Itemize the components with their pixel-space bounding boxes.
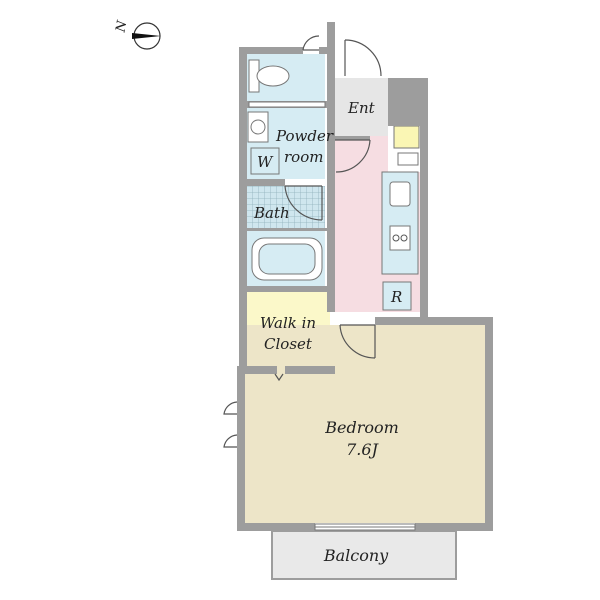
bedroom-door — [339, 324, 376, 359]
shoe-cabinet — [393, 125, 420, 149]
label-powder-line2: room — [284, 148, 323, 166]
toilet-door — [302, 35, 320, 51]
north-arrow-icon — [132, 22, 161, 50]
bathtub-icon — [251, 237, 323, 281]
north-label: N — [113, 19, 130, 34]
doors — [223, 35, 382, 448]
sink-icon — [389, 181, 411, 207]
label-balcony: Balcony — [323, 546, 389, 565]
bedroom-side-doors — [223, 401, 238, 448]
compass: N — [113, 19, 161, 50]
entrance-door — [344, 39, 382, 77]
label-closet-line2: Closet — [264, 335, 313, 353]
label-refrigerator: R — [390, 288, 402, 306]
washbasin-icon — [247, 111, 269, 143]
label-closet-line1: Walk in — [260, 314, 316, 332]
powder-door — [335, 139, 371, 173]
bath-door — [284, 185, 323, 221]
bedroom — [245, 325, 485, 523]
label-bedroom: Bedroom — [324, 418, 399, 437]
washer-box — [250, 147, 280, 175]
label-entrance: Ent — [347, 99, 376, 117]
label-washer: W — [257, 153, 274, 171]
toilet-icon — [248, 59, 290, 93]
kitchen-counter — [381, 171, 419, 275]
closet-door — [274, 373, 284, 382]
entrance — [335, 78, 388, 136]
label-bedroom-size: 7.6J — [346, 440, 379, 459]
refrigerator-box — [382, 281, 412, 311]
windows — [248, 101, 416, 531]
label-powder-line1: Powder — [275, 127, 334, 145]
balcony — [271, 530, 457, 580]
fixture-small — [397, 152, 419, 166]
label-bath: Bath — [253, 204, 290, 222]
stove-icon — [389, 225, 411, 251]
labels: Ent Powder room W Bath R Walk in Closet … — [253, 99, 402, 565]
